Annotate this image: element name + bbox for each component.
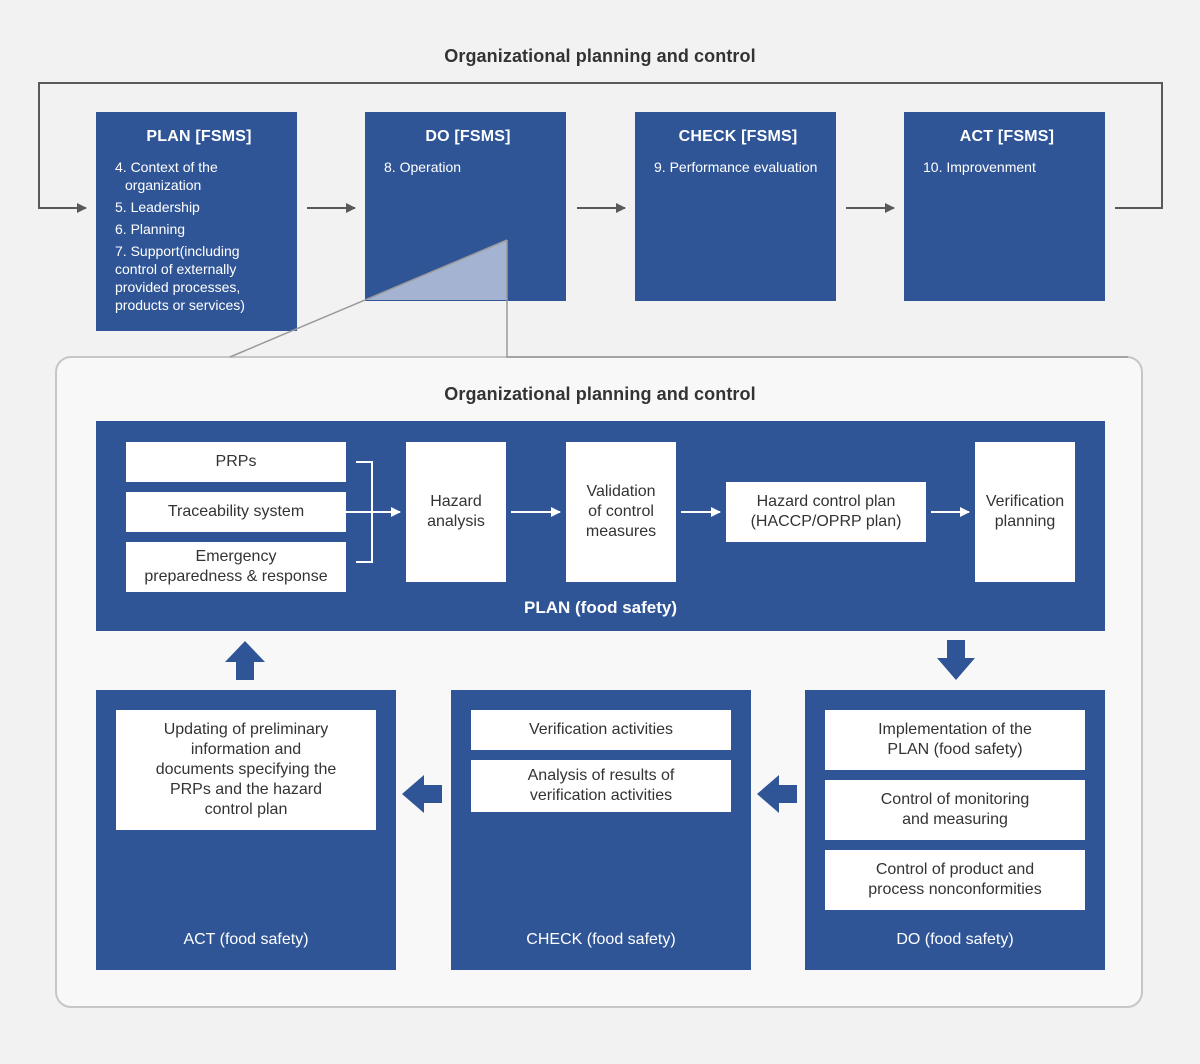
implementation-label: Implementation of the PLAN (food safety) bbox=[878, 721, 1032, 758]
check-to-act-block-arrow bbox=[402, 775, 442, 813]
inner-title: Organizational planning and control bbox=[444, 384, 756, 404]
verification-activities-box: Verification activities bbox=[471, 710, 731, 750]
prps-label: PRPs bbox=[215, 453, 257, 470]
act-fsms-heading: ACT [FSMS] bbox=[959, 128, 1055, 145]
act-fsms-item: 10. Improvenment bbox=[923, 159, 1036, 175]
validation-label: Validation of control measures bbox=[585, 483, 657, 540]
check-fsms-item: 9. Performance evaluation bbox=[654, 159, 818, 175]
plan-to-do-block-arrow bbox=[937, 640, 975, 680]
hazard-analysis-box: Hazard analysis bbox=[406, 442, 506, 582]
do-food-safety-label: DO (food safety) bbox=[896, 931, 1014, 948]
plan-fsms-box: PLAN [FSMS] 4. Context of the organizati… bbox=[96, 112, 297, 331]
top-loop-arrow bbox=[38, 82, 1163, 213]
analysis-results-label: Analysis of results of verification acti… bbox=[527, 767, 675, 804]
check-fsms-box: CHECK [FSMS] 9. Performance evaluation bbox=[635, 112, 836, 301]
plan-fsms-item: 7. Support(including control of external… bbox=[115, 243, 245, 313]
analysis-results-box: Analysis of results of verification acti… bbox=[471, 760, 731, 812]
monitoring-box: Control of monitoring and measuring bbox=[825, 780, 1085, 840]
act-food-safety-label: ACT (food safety) bbox=[183, 931, 309, 948]
traceability-box: Traceability system bbox=[126, 492, 346, 532]
nonconformities-label: Control of product and process nonconfor… bbox=[868, 861, 1042, 898]
check-food-safety-label: CHECK (food safety) bbox=[526, 931, 676, 948]
emergency-box: Emergency preparedness & response bbox=[126, 542, 346, 592]
plan-fsms-item: 5. Leadership bbox=[115, 199, 200, 215]
traceability-label: Traceability system bbox=[167, 503, 305, 520]
verification-planning-box: Verification planning bbox=[975, 442, 1075, 582]
implementation-box: Implementation of the PLAN (food safety) bbox=[825, 710, 1085, 770]
hazard-control-plan-box: Hazard control plan (HACCP/OPRP plan) bbox=[726, 482, 926, 542]
do-fsms-heading: DO [FSMS] bbox=[425, 128, 511, 145]
verification-activities-label: Verification activities bbox=[528, 721, 674, 738]
plan-food-safety-label: PLAN (food safety) bbox=[524, 598, 677, 617]
validation-box: Validation of control measures bbox=[566, 442, 676, 582]
prps-box: PRPs bbox=[126, 442, 346, 482]
top-title: Organizational planning and control bbox=[444, 46, 756, 66]
plan-fsms-item: 6. Planning bbox=[115, 221, 186, 237]
hazard-analysis-label: Hazard analysis bbox=[427, 493, 485, 530]
updating-box: Updating of preliminary information and … bbox=[116, 710, 376, 830]
emergency-label: Emergency preparedness & response bbox=[144, 548, 328, 585]
verification-planning-label: Verification planning bbox=[985, 493, 1065, 530]
plan-fsms-item: 4. Context of the organization bbox=[115, 159, 218, 193]
updating-label: Updating of preliminary information and … bbox=[155, 721, 337, 818]
do-to-check-block-arrow bbox=[757, 775, 797, 813]
check-fsms-heading: CHECK [FSMS] bbox=[678, 128, 798, 145]
act-fsms-box: ACT [FSMS] 10. Improvenment bbox=[904, 112, 1105, 301]
zoom-line-right bbox=[506, 240, 1128, 358]
zoom-line-left bbox=[229, 239, 508, 358]
monitoring-label: Control of monitoring and measuring bbox=[880, 791, 1030, 828]
do-fsms-item: 8. Operation bbox=[384, 159, 462, 175]
act-to-plan-block-arrow bbox=[225, 641, 265, 680]
nonconformities-box: Control of product and process nonconfor… bbox=[825, 850, 1085, 910]
hazard-control-plan-label: Hazard control plan (HACCP/OPRP plan) bbox=[750, 493, 902, 530]
plan-fsms-heading: PLAN [FSMS] bbox=[146, 128, 252, 145]
